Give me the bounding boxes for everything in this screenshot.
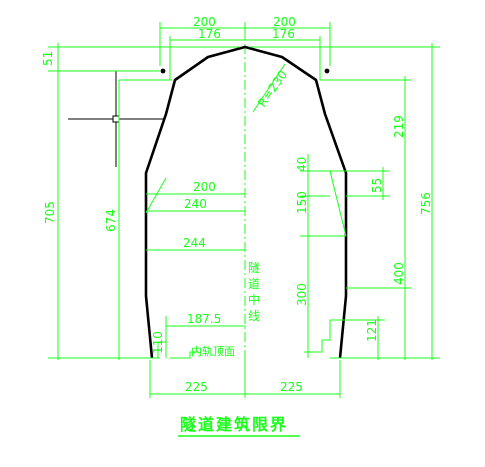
bottom-dimension-lines bbox=[149, 360, 341, 398]
drawing-title: 隧道建筑限界 bbox=[180, 415, 288, 434]
cad-cursor-crosshair bbox=[68, 71, 165, 167]
dim-bottom-left-225: 225 bbox=[185, 380, 208, 394]
centerline-label: 隧 道 中 线 bbox=[248, 260, 260, 323]
clearance-outline bbox=[144, 45, 348, 359]
dim-right-55: 55 bbox=[370, 178, 384, 193]
dim-left-674: 674 bbox=[104, 209, 118, 232]
dim-inner-110: 110 bbox=[151, 331, 165, 354]
dim-bottom-right-225: 225 bbox=[280, 380, 303, 394]
dim-half-244: 244 bbox=[183, 236, 206, 250]
dim-right-121: 121 bbox=[365, 319, 379, 342]
dim-half-187-5: 187.5 bbox=[187, 312, 221, 326]
dim-inner-300: 300 bbox=[295, 283, 309, 306]
right-reference-point bbox=[324, 68, 330, 74]
centerline-char-4: 线 bbox=[248, 309, 260, 323]
dim-top-left-176: 176 bbox=[198, 27, 221, 41]
centerline-char-2: 道 bbox=[248, 277, 260, 291]
dim-half-200: 200 bbox=[193, 180, 216, 194]
centerline-char-1: 隧 bbox=[248, 260, 260, 275]
dim-inner-40: 40 bbox=[295, 157, 309, 172]
dim-right-400: 400 bbox=[392, 262, 406, 285]
centerline-char-3: 中 bbox=[248, 292, 260, 307]
dim-top-right-176: 176 bbox=[272, 27, 295, 41]
dim-left-51: 51 bbox=[41, 51, 55, 66]
left-reference-point bbox=[160, 68, 166, 74]
dim-right-219: 219 bbox=[392, 115, 406, 138]
inner-left-dimension-lines bbox=[145, 177, 245, 359]
rail-top-label: 内轨顶面 bbox=[191, 344, 235, 358]
left-dimension-lines bbox=[48, 43, 240, 360]
dim-inner-150: 150 bbox=[295, 191, 309, 214]
inner-right-dimension-lines bbox=[252, 63, 347, 358]
radius-label: R=230 bbox=[255, 68, 290, 110]
right-dimension-lines bbox=[250, 43, 440, 360]
top-dimension-lines bbox=[159, 22, 331, 80]
dim-top-right-200: 200 bbox=[273, 15, 296, 29]
dim-right-756: 756 bbox=[419, 192, 433, 215]
dim-top-left-200: 200 bbox=[193, 15, 216, 29]
dim-half-240: 240 bbox=[184, 197, 207, 211]
dim-left-705: 705 bbox=[43, 201, 57, 224]
